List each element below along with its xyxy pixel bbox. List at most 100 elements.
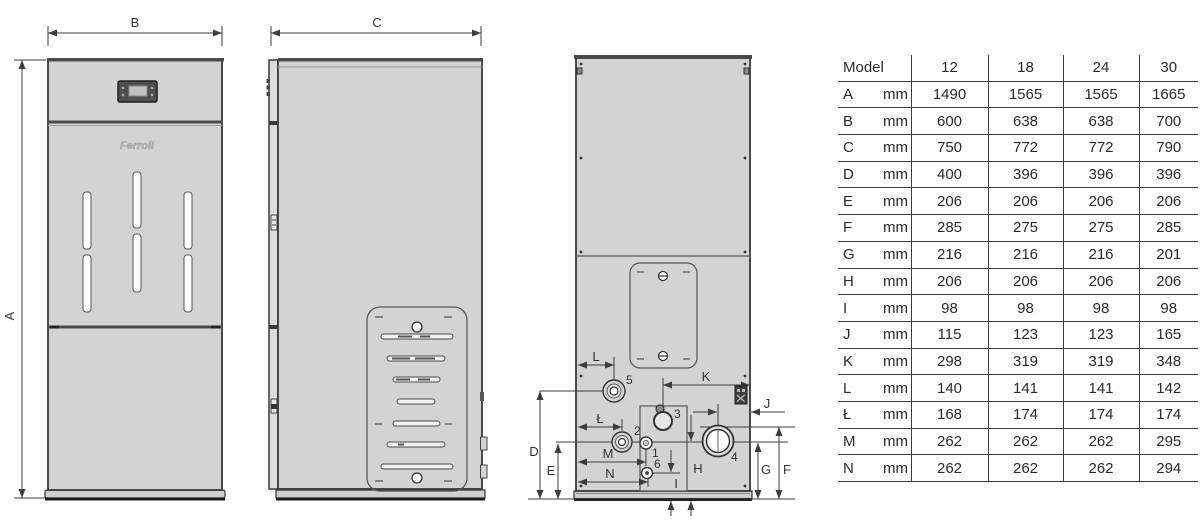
- fitting-number-labels: 5 2 3 1 6 4: [626, 373, 738, 471]
- rear-tab: [480, 392, 484, 401]
- value-cell: 206: [987, 187, 1064, 216]
- model-column-header: 18: [987, 55, 1064, 82]
- side-panel: [277, 59, 483, 490]
- dim-label-l-slash: Ł: [596, 411, 603, 426]
- hinge-nub: [266, 92, 270, 96]
- unit-cell: mm: [880, 294, 912, 322]
- value-cell: 750: [910, 134, 989, 162]
- ferroli-logo: Ferroli: [120, 140, 155, 152]
- model-column-header: 24: [1062, 55, 1140, 82]
- value-cell: 295: [1138, 428, 1199, 456]
- value-cell: 140: [910, 374, 989, 402]
- fitting-3: [653, 404, 673, 431]
- front-base: [44, 489, 226, 499]
- unit-cell: mm: [880, 241, 912, 269]
- rear-view: L K J Ł D E M N H I G F 5 2 3 1 6 4: [528, 55, 795, 516]
- value-cell: 285: [910, 214, 989, 242]
- dim-label-l: L: [592, 349, 599, 364]
- dimension-A: A: [2, 59, 46, 499]
- dim-letter-cell: A: [838, 81, 880, 109]
- value-cell: 262: [987, 428, 1064, 456]
- fitting-label-3: 3: [674, 407, 681, 421]
- fitting-label-6: 6: [654, 457, 661, 471]
- rear-access-panel: [629, 262, 698, 369]
- dim-letter-cell: Ł: [838, 401, 880, 429]
- fitting-label-2: 2: [634, 424, 641, 438]
- dim-label-f: F: [783, 462, 791, 477]
- model-column-header: 12: [910, 55, 989, 82]
- dim-label-d: D: [529, 444, 538, 459]
- unit-cell: mm: [880, 374, 912, 402]
- dim-label-k: K: [702, 369, 711, 384]
- reference-lines: [528, 357, 795, 500]
- dim-label-b: B: [131, 15, 140, 30]
- model-header-cell: Model: [838, 55, 912, 82]
- value-cell: 262: [1062, 428, 1140, 456]
- control-display: [117, 80, 158, 103]
- dim-label-g: G: [761, 462, 771, 477]
- value-cell: 206: [1138, 187, 1199, 216]
- screw-icon: [411, 472, 423, 484]
- dim-label-a: A: [2, 311, 17, 320]
- unit-cell: mm: [880, 134, 912, 162]
- dim-letter-cell: N: [838, 454, 880, 482]
- value-cell: 206: [1138, 268, 1199, 296]
- dim-letter-cell: J: [838, 321, 880, 349]
- dim-label-n: N: [605, 466, 614, 481]
- value-cell: 174: [1062, 401, 1140, 429]
- value-cell: 700: [1138, 107, 1199, 136]
- dim-letter-cell: B: [838, 107, 880, 136]
- value-cell: 262: [910, 428, 989, 456]
- value-cell: 396: [1062, 161, 1140, 189]
- fitting-label-5: 5: [626, 373, 633, 387]
- dim-letter-cell: E: [838, 187, 880, 216]
- dim-letter-cell: C: [838, 134, 880, 162]
- rating-plate: [734, 385, 748, 405]
- fitting-1: [639, 436, 653, 450]
- value-cell: 1565: [987, 81, 1064, 109]
- side-vent-panel: [366, 306, 468, 492]
- value-cell: 285: [1138, 214, 1199, 242]
- rear-bracket: [480, 436, 488, 451]
- dim-label-e: E: [547, 463, 556, 478]
- value-cell: 294: [1138, 454, 1199, 482]
- value-cell: 275: [987, 214, 1064, 242]
- dim-letter-cell: K: [838, 348, 880, 376]
- unit-cell: mm: [880, 401, 912, 429]
- fitting-2: [611, 431, 633, 453]
- dimension-B: B: [47, 15, 223, 46]
- value-cell: 348: [1138, 348, 1199, 376]
- fitting-6: [640, 466, 654, 480]
- dim-label-j: J: [764, 396, 771, 411]
- dim-letter-cell: G: [838, 241, 880, 269]
- value-cell: 638: [987, 107, 1064, 136]
- unit-cell: mm: [880, 348, 912, 376]
- value-cell: 216: [910, 241, 989, 269]
- unit-cell: mm: [880, 161, 912, 189]
- value-cell: 298: [910, 348, 989, 376]
- value-cell: 216: [987, 241, 1064, 269]
- value-cell: 262: [987, 454, 1064, 482]
- value-cell: 396: [1138, 161, 1199, 189]
- dim-letter-cell: H: [838, 268, 880, 296]
- value-cell: 772: [987, 134, 1064, 162]
- unit-cell: mm: [880, 81, 912, 109]
- value-cell: 174: [1138, 401, 1199, 429]
- dim-label-h: H: [693, 461, 702, 476]
- value-cell: 115: [910, 321, 989, 349]
- dim-letter-cell: D: [838, 161, 880, 189]
- unit-cell: mm: [880, 268, 912, 296]
- value-cell: 206: [987, 268, 1064, 296]
- value-cell: 98: [987, 294, 1064, 322]
- unit-cell: mm: [880, 107, 912, 136]
- rear-base: [573, 490, 753, 500]
- unit-cell: mm: [880, 428, 912, 456]
- value-cell: 174: [987, 401, 1064, 429]
